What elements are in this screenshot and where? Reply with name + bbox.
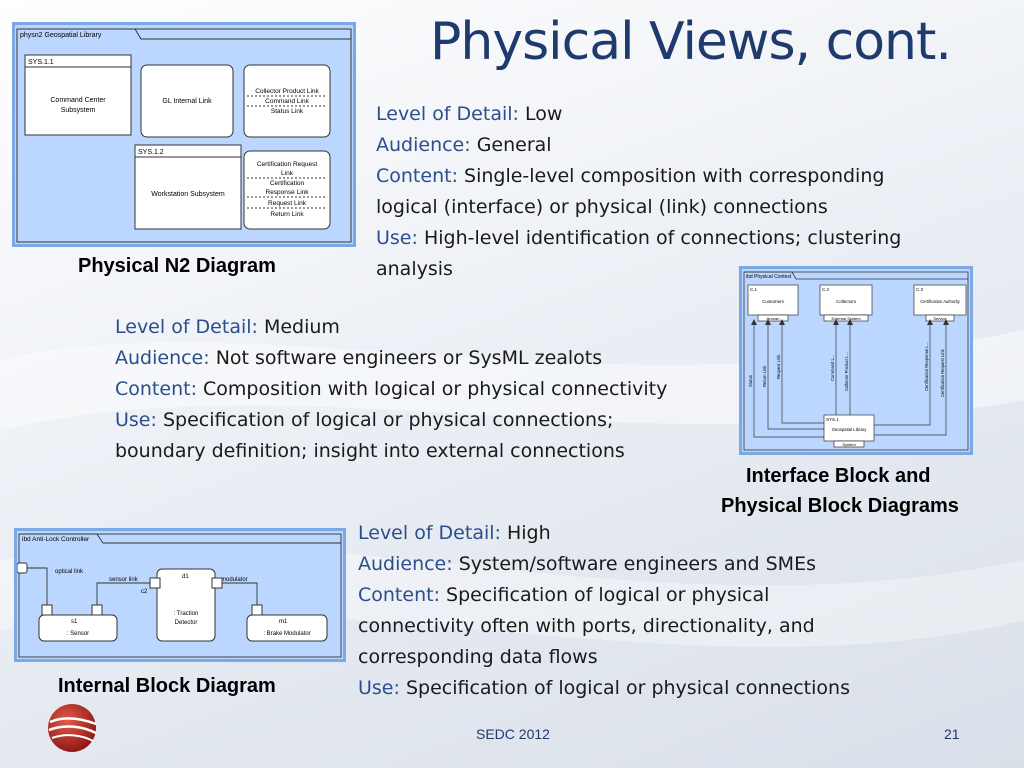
n2-gl-link: GL Internal Link (162, 98, 212, 105)
interface-block-figure: ibd Physical Context C.1 Customers Human… (739, 266, 973, 455)
n2-sys1-name-2: Subsystem (61, 107, 96, 114)
n2-sys2-name: Workstation Subsystem (151, 191, 225, 198)
slide-title: Physical Views, cont. (430, 12, 952, 72)
c1-port: Human (767, 316, 780, 321)
sys1-name: Geospatial Library (832, 427, 868, 432)
use-value-cont: analysis (376, 258, 453, 280)
sensor-link-label: sensor link (109, 577, 139, 583)
content-value-cont-2: corresponding data flows (358, 646, 598, 668)
lod-value: High (506, 522, 551, 544)
caption-interface-1: Interface Block and (746, 465, 931, 487)
lod-label: Level of Detail: (358, 522, 501, 544)
sys1-port: System (842, 442, 856, 447)
c2-name: Collectors (836, 299, 857, 304)
n2-sys1-name-1: Command Center (50, 97, 106, 104)
n2-link-command: Command Link (265, 98, 309, 105)
m1-id: m1 (279, 619, 288, 625)
lod-label: Level of Detail: (115, 316, 258, 338)
c1-id: C.1 (750, 287, 758, 292)
use-label: Use: (358, 677, 400, 699)
audience-value: General (476, 134, 552, 156)
content-label: Content: (115, 378, 197, 400)
link-collector: Collector Product L... (844, 352, 849, 391)
audience-label: Audience: (376, 134, 471, 156)
audience-label: Audience: (358, 553, 453, 575)
n2-link-collector: Collector Product Link (255, 88, 319, 95)
lod-label: Level of Detail: (376, 103, 519, 125)
content-label: Content: (358, 584, 440, 606)
interface-block-svg: ibd Physical Context C.1 Customers Human… (743, 271, 969, 451)
sedc-logo-icon (48, 704, 97, 752)
use-label: Use: (376, 227, 418, 249)
content-label: Content: (376, 165, 458, 187)
n2-sys1-id: SYS.1.1 (28, 59, 54, 66)
ibd-figure: ibd Anti-Lock Controller optical link se… (14, 528, 346, 662)
modulator-label: modulator (221, 577, 248, 583)
page-number: 21 (944, 726, 960, 742)
c3-id: C.3 (916, 287, 924, 292)
detail-block-low: Level of Detail: Low Audience: General C… (376, 99, 901, 285)
content-value-cont: connectivity often with ports, direction… (358, 615, 815, 637)
link-cert-resp: Certification Response L... (924, 342, 929, 391)
s1-id: s1 (71, 619, 78, 625)
c1-name: Customers (762, 299, 785, 304)
use-value: High-level identification of connections… (423, 227, 902, 249)
caption-interface-2: Physical Block Diagrams (721, 495, 959, 517)
lod-value: Medium (263, 316, 340, 338)
ibd-svg: ibd Anti-Lock Controller optical link se… (17, 533, 342, 658)
ibd-tab: ibd Anti-Lock Controller (22, 536, 90, 543)
n2-diagram-svg: physn2 Geospatial Library SYS.1.1 Comman… (16, 28, 352, 243)
link-status: Status (748, 375, 753, 387)
c3-port: Service (933, 316, 947, 321)
link-cert-req: Certification Request Link (940, 348, 945, 397)
n2-tab: physn2 Geospatial Library (20, 32, 102, 39)
sys1-id: SYS.1 (826, 417, 839, 422)
content-value-cont: logical (interface) or physical (link) c… (376, 196, 828, 218)
n2-link-request: Request Link (268, 200, 307, 207)
c2-port: External System (831, 316, 861, 321)
d1-name-2: Detector (175, 620, 198, 626)
n2-link-return: Return Link (270, 211, 304, 218)
link-request: Request Link (776, 354, 781, 379)
c2-id: C.2 (822, 287, 830, 292)
n2-sys2-id: SYS.1.2 (138, 149, 164, 156)
use-value-cont: boundary definition; insight into extern… (115, 440, 625, 462)
content-value: Specification of logical or physical (446, 584, 770, 606)
caption-ibd: Internal Block Diagram (58, 675, 276, 697)
content-value: Composition with logical or physical con… (203, 378, 668, 400)
detail-block-high: Level of Detail: High Audience: System/s… (358, 518, 850, 704)
lod-value: Low (524, 103, 563, 125)
optical-link-label: optical link (55, 569, 84, 575)
s1-name: : Sensor (67, 631, 89, 637)
n2-link-cert-req-2: Link (281, 170, 294, 177)
audience-label: Audience: (115, 347, 210, 369)
c2-port-label: c2 (141, 589, 148, 595)
use-label: Use: (115, 409, 157, 431)
detail-block-medium: Level of Detail: Medium Audience: Not so… (115, 312, 667, 467)
n2-link-cert-resp-2: Response Link (266, 189, 310, 196)
n2-link-status: Status Link (271, 108, 304, 115)
footer-center: SEDC 2012 (476, 726, 550, 742)
use-value: Specification of logical or physical con… (162, 409, 614, 431)
audience-value: Not software engineers or SysML zealots (215, 347, 603, 369)
use-value: Specification of logical or physical con… (405, 677, 850, 699)
connector-lines (753, 321, 947, 438)
n2-link-cert-resp: Certification (270, 180, 305, 187)
m1-name: : Brake Modulator (263, 631, 310, 637)
link-command: Command L... (830, 355, 835, 381)
d1-name-1: : Traction (174, 611, 199, 617)
ibd-phys-tab: ibd Physical Context (746, 274, 792, 280)
caption-n2: Physical N2 Diagram (78, 255, 276, 277)
n2-link-cert-req: Certification Request (257, 161, 318, 168)
content-value: Single-level composition with correspond… (464, 165, 885, 187)
c3-name: Certification Authority (920, 299, 960, 304)
n2-diagram-figure: physn2 Geospatial Library SYS.1.1 Comman… (12, 22, 356, 247)
audience-value: System/software engineers and SMEs (458, 553, 816, 575)
link-return: Return Link (762, 365, 767, 387)
d1-id: d1 (182, 574, 189, 580)
